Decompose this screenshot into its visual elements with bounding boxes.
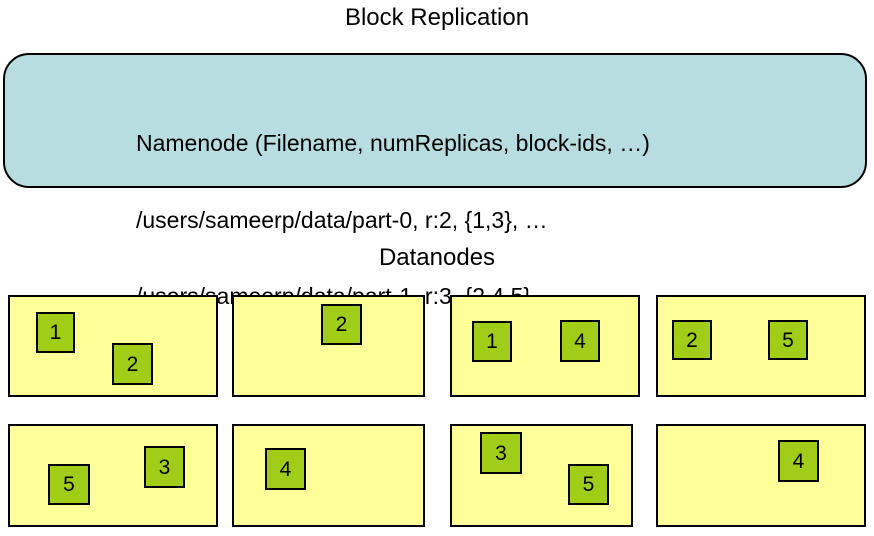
block-replica: 2 [321, 304, 362, 345]
namenode-box [3, 53, 867, 188]
page-title: Block Replication [344, 4, 530, 31]
datanode-5 [8, 424, 218, 527]
block-replica: 3 [480, 432, 522, 474]
block-replica: 3 [144, 446, 185, 488]
block-replica: 4 [778, 440, 819, 482]
block-replica: 1 [472, 321, 512, 362]
namenode-line-schema: Namenode (Filename, numReplicas, block-i… [136, 130, 650, 156]
block-replica: 5 [768, 320, 808, 360]
datanode-8 [656, 424, 866, 527]
namenode-line-part-0: /users/sameerp/data/part-0, r:2, {1,3}, … [136, 206, 548, 233]
datanode-6 [232, 424, 425, 527]
block-replica: 4 [265, 448, 306, 490]
block-replica: 4 [560, 320, 600, 362]
block-replica: 1 [36, 312, 75, 353]
block-replica: 2 [672, 320, 712, 360]
datanodes-label: Datanodes [378, 244, 496, 271]
block-replica: 5 [48, 464, 90, 505]
block-replica: 5 [568, 464, 609, 505]
block-replica: 2 [112, 343, 153, 385]
